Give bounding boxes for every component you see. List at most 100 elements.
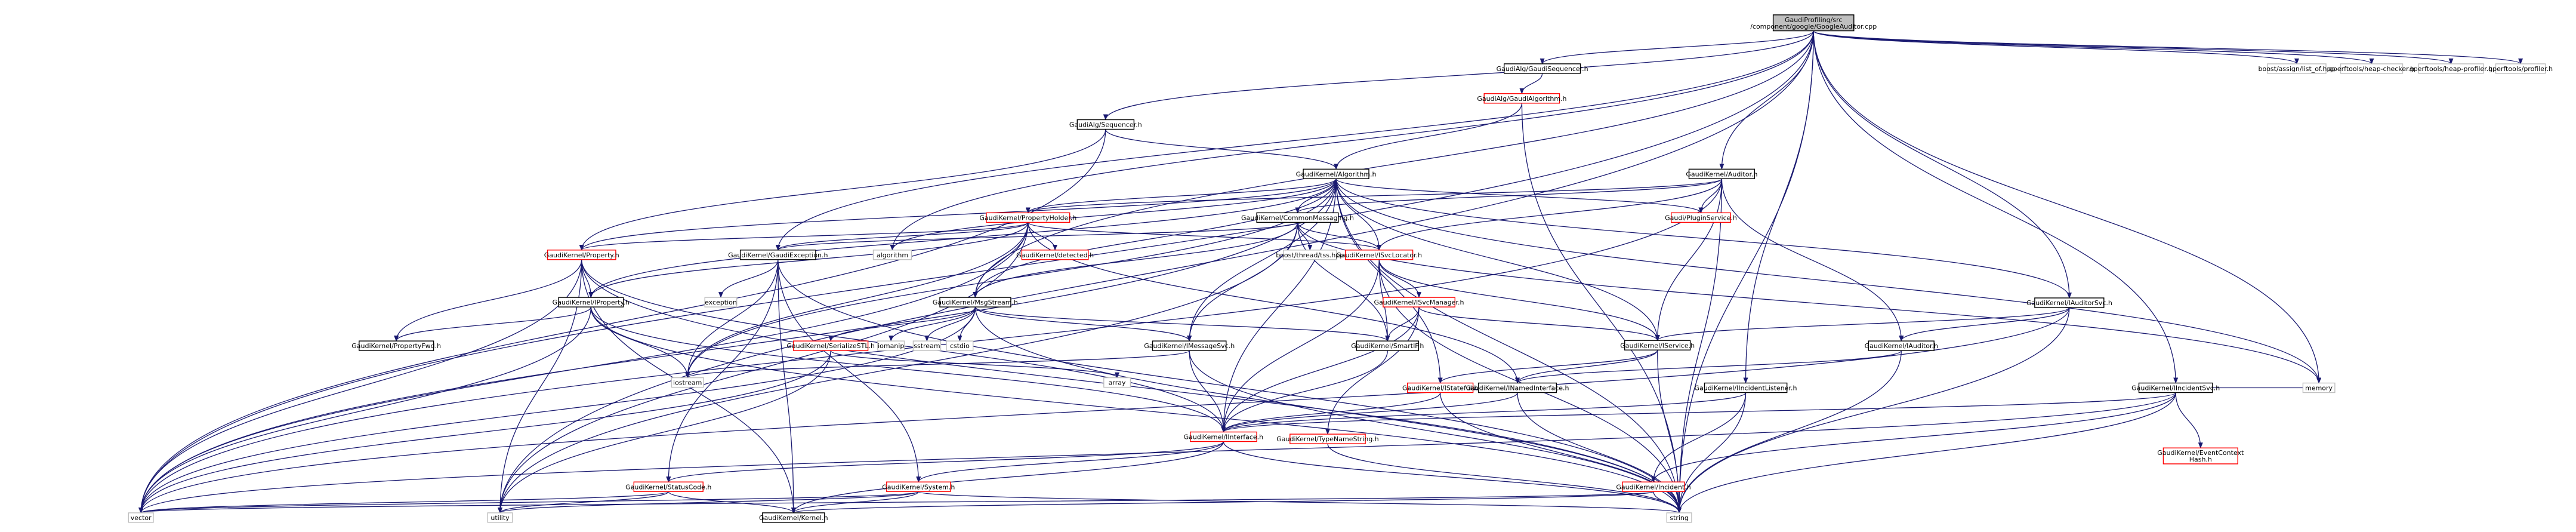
edge-root-to-heapcheck xyxy=(1813,30,2374,64)
edge-root-to-iincsvc xyxy=(1813,30,2179,384)
node-gaudikernel-serializestl-h[interactable]: GaudiKernel/SerializeSTL.h xyxy=(786,340,875,351)
edge-root-to-string xyxy=(1677,30,1814,513)
node-gaudikernel-iservice-h[interactable]: GaudiKernel/IService.h xyxy=(1620,340,1695,350)
node-label: GaudiKernel/Property.h xyxy=(544,251,619,259)
edge-typename-to-string xyxy=(1327,444,1682,513)
node-label: GaudiKernel/IIncidentListener.h xyxy=(1695,385,1797,392)
node-gaudikernel-auditor-h[interactable]: GaudiKernel/Auditor.h xyxy=(1686,168,1757,179)
node-label: GaudiAlg/GaudiSequencer.h xyxy=(1497,65,1588,73)
node-label: boost/thread/tss.hpp xyxy=(1276,251,1344,259)
node-box xyxy=(1483,93,1560,104)
node-gaudikernel-kernel-h[interactable]: GaudiKernel/Kernel.h xyxy=(759,512,828,523)
edge-algo-to-iface xyxy=(1221,179,1337,433)
edge-msgstream-to-sstream xyxy=(924,307,976,342)
node-label: GaudiKernel/StatusCode.h xyxy=(625,483,711,491)
edge-status-to-vector xyxy=(138,491,669,513)
node-gaudialg-sequencer-h[interactable]: GaudiAlg/Sequencer.h xyxy=(1069,119,1142,130)
node-gaudikernel-commonmessaging-h[interactable]: GaudiKernel/CommonMessaging.h xyxy=(1241,212,1354,223)
node-label: iostream xyxy=(673,379,702,387)
node-box xyxy=(2034,297,2105,308)
node-gaudikernel-msgstream-h[interactable]: GaudiKernel/MsgStream.h xyxy=(933,297,1018,307)
node-box xyxy=(1670,212,1731,223)
node-gaudikernel-iinterface-h[interactable]: GaudiKernel/IInterface.h xyxy=(1184,431,1264,442)
edge-algo-to-memory xyxy=(1335,179,2322,384)
node-iostream: iostream xyxy=(671,377,704,388)
node-gaudikernel-propertyholder-h[interactable]: GaudiKernel/PropertyHolder.h xyxy=(979,212,1076,223)
node-label: cstdio xyxy=(950,342,970,350)
node-box xyxy=(128,512,154,523)
node-label: Gaudi/PluginService.h xyxy=(1665,214,1737,222)
node-box xyxy=(1189,431,1257,442)
node-box xyxy=(1622,481,1685,492)
node-box xyxy=(547,250,616,260)
node-gaudikernel-property-h[interactable]: GaudiKernel/Property.h xyxy=(544,250,619,260)
edge-algo-to-algorithm xyxy=(890,179,1337,251)
node-label: utility xyxy=(490,514,510,522)
edge-root-to-seqh xyxy=(1540,30,1814,64)
node-box xyxy=(1503,63,1581,74)
edge-kprop-to-pfwd xyxy=(394,306,591,342)
node-box xyxy=(704,297,738,307)
node-gaudikernel-propertyfwd-h[interactable]: GaudiKernel/PropertyFwd.h xyxy=(351,340,441,351)
node-gaudikernel-isvclocator-h[interactable]: GaudiKernel/ISvcLocator.h xyxy=(1336,250,1422,260)
node-gaudikernel-isvcmanager-h[interactable]: GaudiKernel/ISvcManager.h xyxy=(1374,297,1464,307)
node-label: /component/google/GoogleAuditor.cpp xyxy=(1750,23,1877,30)
node-label: array xyxy=(1109,379,1126,387)
node-gaudikernel-iincidentsvc-h[interactable]: GaudiKernel/IIncidentSvc.h xyxy=(2131,382,2220,393)
edge-gexc-to-kernel xyxy=(778,259,796,513)
node-gaudikernel-istateful-h[interactable]: GaudiKernel/IStateful.h xyxy=(1402,382,1478,393)
edge-cmsg-to-msgstream xyxy=(973,222,1298,299)
node-vector: vector xyxy=(128,512,154,523)
edge-msgstream-to-smartif xyxy=(974,306,1390,342)
node-gaudikernel-algorithm-h[interactable]: GaudiKernel/Algorithm.h xyxy=(1296,168,1377,179)
dependency-nodes: GaudiProfiling/src/component/google/Goog… xyxy=(128,14,2553,523)
edge-isvcmgr-to-typename xyxy=(1325,307,1420,435)
node-gaudikernel-imessagesvc-h[interactable]: GaudiKernel/IMessageSvc.h xyxy=(1144,340,1235,351)
node-gaudikernel-iincidentlistener-h[interactable]: GaudiKernel/IIncidentListener.h xyxy=(1695,382,1797,393)
node-gaudiprofiling-src-component-google-googleauditor-cpp[interactable]: GaudiProfiling/src/component/google/Goog… xyxy=(1750,14,1877,32)
node-gaudi-pluginservice-h[interactable]: Gaudi/PluginService.h xyxy=(1665,212,1737,223)
node-box xyxy=(762,512,825,523)
node-label: exception xyxy=(705,299,737,306)
node-box xyxy=(1704,382,1788,393)
node-gaudialg-gaudisequencer-h[interactable]: GaudiAlg/GaudiSequencer.h xyxy=(1497,63,1588,74)
node-gaudikernel-inamedinterface-h[interactable]: GaudiKernel/INamedInterface.h xyxy=(1466,382,1569,393)
edge-system-to-string xyxy=(918,491,1682,513)
node-gaudikernel-smartif-h[interactable]: GaudiKernel/SmartIF.h xyxy=(1351,340,1424,351)
node-box xyxy=(2162,447,2238,465)
edge-sstl-to-array xyxy=(830,350,1119,379)
node-box xyxy=(1356,340,1420,351)
node-box xyxy=(1103,377,1131,388)
edge-iincsvc-to-incident xyxy=(1651,392,2176,483)
edge-kprop-to-string xyxy=(590,307,1682,513)
edge-algo-to-iservice xyxy=(1335,179,1660,342)
node-gaudikernel-iauditorsvc-h[interactable]: GaudiKernel/IAuditorSvc.h xyxy=(2026,297,2112,308)
node-box xyxy=(986,212,1070,223)
node-gaudialg-gaudialgorithm-h[interactable]: GaudiAlg/GaudiAlgorithm.h xyxy=(1477,93,1567,104)
node-box xyxy=(1256,212,1339,223)
node-label: GaudiKernel/Auditor.h xyxy=(1686,170,1757,178)
node-gaudikernel-gaudiexception-h[interactable]: GaudiKernel/GaudiException.h xyxy=(728,250,828,260)
node-box xyxy=(946,340,974,351)
node-gaudikernel-iauditor-h[interactable]: GaudiKernel/IAuditor.h xyxy=(1865,340,1938,351)
node-gaudikernel-iproperty-h[interactable]: GaudiKernel/IProperty.h xyxy=(553,297,630,307)
node-label: GaudiKernel/IIncidentSvc.h xyxy=(2131,385,2220,392)
node-box xyxy=(1477,382,1557,393)
edge-iinclist-to-incident xyxy=(1651,392,1747,483)
edge-gexc-to-system xyxy=(778,259,921,483)
edge-iincsvc-to-vector xyxy=(138,392,2176,513)
node-gaudikernel-detected-h[interactable]: GaudiKernel/detected.h xyxy=(1016,250,1094,260)
node-gaudikernel-typenamestring-h[interactable]: GaudiKernel/TypeNameString.h xyxy=(1276,433,1379,444)
edge-algo-to-string xyxy=(1335,179,1682,513)
node-gaudikernel-statuscode-h[interactable]: GaudiKernel/StatusCode.h xyxy=(625,481,711,492)
edge-isvcmgr-to-iservice xyxy=(1418,306,1660,342)
edge-gexc-to-iostream xyxy=(685,259,779,379)
node-label: gperftools/profiler.h xyxy=(2488,65,2553,73)
node-gaudikernel-incident-h[interactable]: GaudiKernel/Incident.h xyxy=(1616,481,1691,492)
node-gaudikernel-system-h[interactable]: GaudiKernel/System.h xyxy=(882,481,955,492)
node-label: GaudiKernel/Incident.h xyxy=(1616,483,1690,491)
edge-iface-to-string xyxy=(1223,441,1682,513)
node-box xyxy=(2495,63,2546,74)
